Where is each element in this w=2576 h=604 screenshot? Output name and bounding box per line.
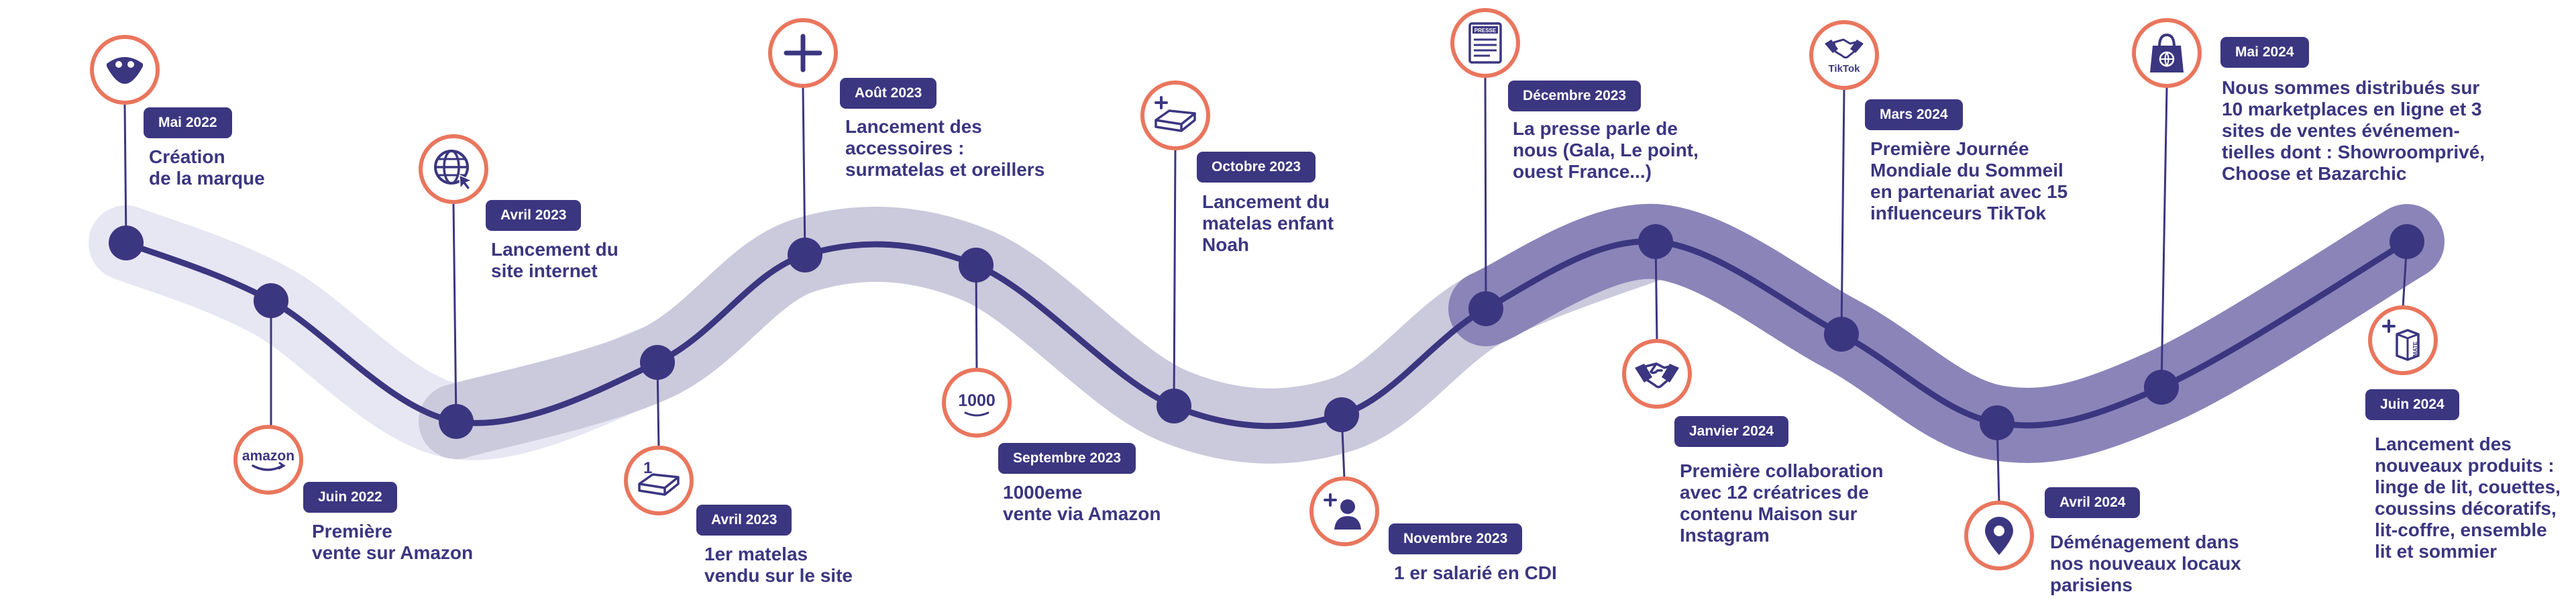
milestone-text-5: Lancement des accessoires : surmatelas e… [845,116,1045,180]
milestone-dot-4 [640,345,675,380]
milestone-date-4: Avril 2023 [696,505,792,536]
milestone-text-11: Première Journée Mondiale du Sommeil en … [1870,138,2068,223]
milestone-dot-6 [959,248,994,283]
amazon-icon-label: amazon [242,448,294,464]
milestone-dot-9 [1468,291,1503,326]
milestone-text-8: 1 er salarié en CDI [1394,562,1557,583]
milestone-date-11: Mars 2024 [1865,99,1963,130]
milestone-stem-7 [1173,150,1177,407]
product-box-label: MATE [2412,341,2418,356]
milestone-stem-9 [1484,77,1487,309]
milestone-date-3: Avril 2023 [486,200,582,231]
newspaper-icon-label: PRESSE [1474,28,1497,34]
milestone-dot-13 [2144,370,2179,405]
mattress-plus-icon [1140,81,1210,150]
thousand-icon: 1000 [942,368,1012,438]
band-segment-dark [1448,203,2445,463]
milestone-text-12: Déménagement dans nos nouveaux locaux pa… [2050,532,2241,595]
milestone-dot-1 [109,225,144,260]
milestone-date-7: Octobre 2023 [1197,152,1316,183]
milestone-text-7: Lancement du matelas enfant Noah [1202,191,1334,255]
mattress-one-label: 1 [643,459,652,477]
person-plus-icon [1309,476,1379,546]
brand-smile-icon [90,35,160,105]
milestone-text-10: Première collaboration avec 12 créatrice… [1680,460,1884,546]
milestone-text-9: La presse parle de nous (Gala, Le point,… [1513,118,1699,182]
milestone-dot-7 [1157,389,1191,423]
milestone-stem-6 [975,264,978,371]
milestone-dot-10 [1638,224,1673,259]
milestone-date-14: Juin 2024 [2365,389,2459,420]
milestone-text-13: Nous sommes distribués sur 10 marketplac… [2222,77,2485,184]
milestone-text-3: Lancement du site internet [491,239,619,281]
milestone-text-6: 1000eme vente via Amazon [1003,482,1161,524]
milestone-text-14: Lancement des nouveaux produits : linge … [2375,434,2561,562]
timeline-dots [109,224,2424,440]
milestone-dot-3 [439,404,474,439]
milestone-stem-1 [123,104,127,244]
product-box-icon: MATE [2368,305,2438,375]
milestone-dot-5 [788,238,822,272]
milestone-dot-14 [2390,224,2424,259]
milestone-date-2: Juin 2022 [303,482,397,513]
milestone-dot-12 [1980,405,2015,440]
handshake-icon [1622,339,1692,409]
milestone-text-1: Création de la marque [149,146,265,189]
mattress-one-icon: 1 [624,446,694,515]
timeline-band [89,203,2445,464]
milestone-stem-5 [802,87,806,256]
location-pin-icon [1964,501,2034,570]
milestone-date-8: Novembre 2023 [1389,523,1523,554]
milestone-text-4: 1er matelas vendu sur le site [704,544,853,586]
milestone-date-1: Mai 2022 [144,107,232,138]
thousand-icon-label: 1000 [958,391,996,410]
milestone-date-6: Septembre 2023 [998,443,1136,474]
milestone-dot-11 [1824,317,1859,352]
globe-cursor-icon [419,134,488,204]
milestone-date-12: Avril 2024 [2045,487,2141,518]
milestone-date-5: Août 2023 [840,78,937,109]
milestone-date-9: Décembre 2023 [1508,81,1642,111]
milestone-text-2: Première vente sur Amazon [312,521,474,563]
milestone-stem-13 [2160,87,2168,388]
amazon-icon: amazon [233,425,303,495]
newspaper-icon: PRESSE [1450,8,1520,78]
tiktok-icon-label: TikTok [1829,63,1861,74]
shopping-bag-icon [2132,18,2202,88]
milestone-date-13: Mai 2024 [2220,37,2309,68]
milestone-dot-8 [1324,397,1359,432]
milestone-stem-3 [452,203,458,422]
milestone-stem-11 [1840,89,1845,335]
milestone-date-10: Janvier 2024 [1674,416,1789,447]
milestone-dot-2 [254,283,288,318]
tiktok-handshake-icon: TikTok [1809,20,1879,90]
plus-icon [768,18,838,88]
